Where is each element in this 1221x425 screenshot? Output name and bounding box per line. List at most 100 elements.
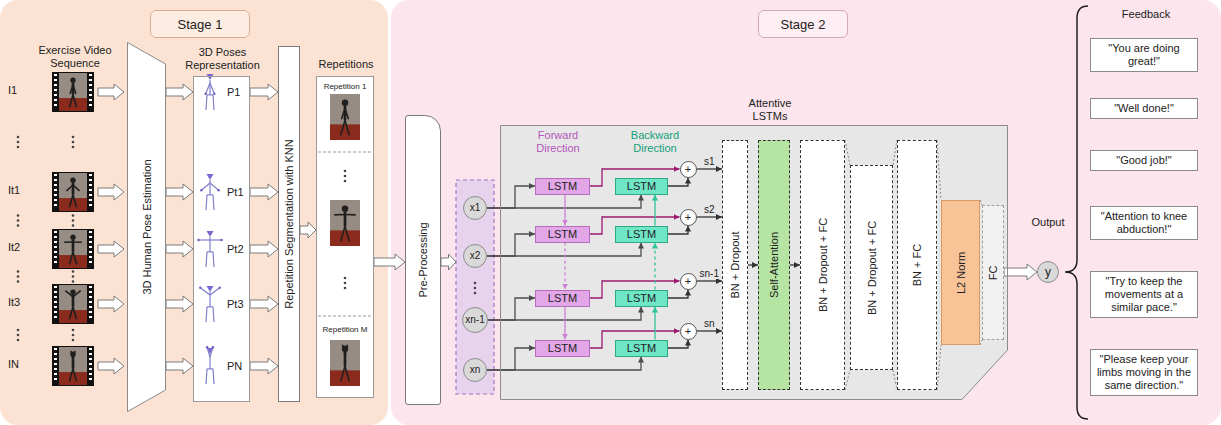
- input-circle: x2: [463, 244, 487, 268]
- connector-line: [564, 307, 565, 340]
- photo-wall: [330, 340, 360, 386]
- film-hole: [89, 363, 92, 365]
- input-circle: xn-1: [462, 307, 488, 333]
- ellipsis-dot: [344, 170, 347, 173]
- film-hole: [54, 184, 57, 186]
- feedback-box: "Well done!": [1090, 98, 1198, 119]
- connector-line: [564, 243, 565, 290]
- film-hole: [54, 74, 57, 76]
- connector-line: [697, 330, 723, 331]
- ellipsis-dot: [72, 219, 75, 222]
- figure-arm: [334, 214, 345, 216]
- ellipsis-dot: [72, 141, 75, 144]
- input-circle: x1: [463, 196, 487, 220]
- film-hole: [89, 79, 92, 81]
- self-attention-block: Self-Attention: [758, 140, 790, 390]
- figure-head: [70, 235, 75, 240]
- column-heading: 3D Poses Representation: [181, 46, 265, 72]
- ellipsis-dot: [72, 136, 75, 139]
- film-hole: [89, 104, 92, 106]
- node-label: +: [685, 212, 691, 223]
- ellipsis-dot: [17, 329, 20, 332]
- stage-tab: Stage 1: [150, 10, 250, 38]
- figure-leg: [69, 95, 73, 107]
- block-arrow: [250, 296, 278, 312]
- film-hole: [89, 231, 92, 233]
- film-hole: [54, 194, 57, 196]
- figure-leg: [69, 307, 73, 319]
- pose-joint: [213, 93, 215, 95]
- film-hole: [54, 241, 57, 243]
- pose-spine: [209, 80, 210, 95]
- pose-head: [207, 74, 214, 80]
- node-label: 3D Human Pose Estimation: [140, 159, 153, 294]
- film-hole: [54, 286, 57, 288]
- node-label: "Well done!": [1114, 102, 1174, 115]
- ellipsis-dot: [17, 214, 20, 217]
- edge-label: s1: [703, 156, 716, 167]
- film-frame: [52, 346, 94, 386]
- film-hole: [54, 363, 57, 365]
- film-hole: [54, 204, 57, 206]
- sum-circle: +: [680, 273, 697, 290]
- figure-leg: [73, 252, 77, 264]
- film-hole: [89, 378, 92, 380]
- film-hole: [89, 99, 92, 101]
- frame-label: IN: [8, 358, 19, 371]
- pose-leg: [206, 95, 207, 110]
- input-circle: xn: [463, 358, 487, 382]
- figure-arm: [66, 185, 73, 191]
- film-hole: [89, 89, 92, 91]
- pose-arm: [210, 288, 220, 295]
- pose-hip: [207, 251, 213, 252]
- pose-arm: [198, 239, 210, 240]
- film-hole: [54, 291, 57, 293]
- connector-line: [654, 243, 655, 290]
- node-label: LSTM: [548, 180, 577, 193]
- film-hole: [54, 94, 57, 96]
- pose-leg: [206, 252, 207, 267]
- figure-leg: [345, 366, 349, 381]
- pose-head: [207, 174, 214, 180]
- repetition-separator: [318, 152, 372, 153]
- output-fc-block: FC: [982, 205, 1004, 340]
- pose-arm: [207, 347, 210, 357]
- direction-label: Forward Direction: [522, 129, 594, 155]
- figure-leg: [345, 226, 349, 241]
- pose-hip: [207, 306, 213, 307]
- funnel-line: [845, 370, 850, 390]
- ellipsis-dot: [17, 339, 20, 342]
- feedback-heading: Feedback: [1096, 8, 1196, 21]
- film-hole: [89, 358, 92, 360]
- node-label: x1: [470, 203, 481, 213]
- pose-leg: [206, 369, 207, 384]
- forward-lstm: LSTM: [535, 340, 590, 357]
- film-hole: [89, 194, 92, 196]
- photo-wall: [59, 285, 87, 323]
- figure-head: [342, 206, 348, 212]
- feedback-box: "Good job!": [1090, 150, 1198, 171]
- connector-line: [487, 195, 641, 209]
- figure-leg: [73, 369, 77, 381]
- film-hole: [54, 353, 57, 355]
- film-hole: [89, 348, 92, 350]
- film-hole: [89, 353, 92, 355]
- stage-panel: Stage 2Pre-Processingx1x2xn-1xnAttentive…: [390, 0, 1221, 425]
- node-label: "Try to keep the movements at a similar …: [1094, 275, 1194, 314]
- repetitions-ground: [316, 76, 374, 398]
- connector-line: [668, 290, 688, 299]
- pose-joint: [219, 287, 221, 289]
- film-hole: [89, 311, 92, 313]
- stage-tab: Stage 2: [758, 10, 848, 38]
- film-hole: [89, 286, 92, 288]
- film-hole: [54, 311, 57, 313]
- film-hole: [54, 256, 57, 258]
- connector-line: [487, 234, 535, 256]
- feedback-box: "Attention to knee abduction!": [1090, 206, 1198, 240]
- figure-leg: [73, 195, 77, 207]
- block-arrow: [166, 358, 193, 374]
- pose-arm: [200, 288, 210, 295]
- pose-head: [207, 231, 214, 237]
- pose-joint: [217, 189, 219, 191]
